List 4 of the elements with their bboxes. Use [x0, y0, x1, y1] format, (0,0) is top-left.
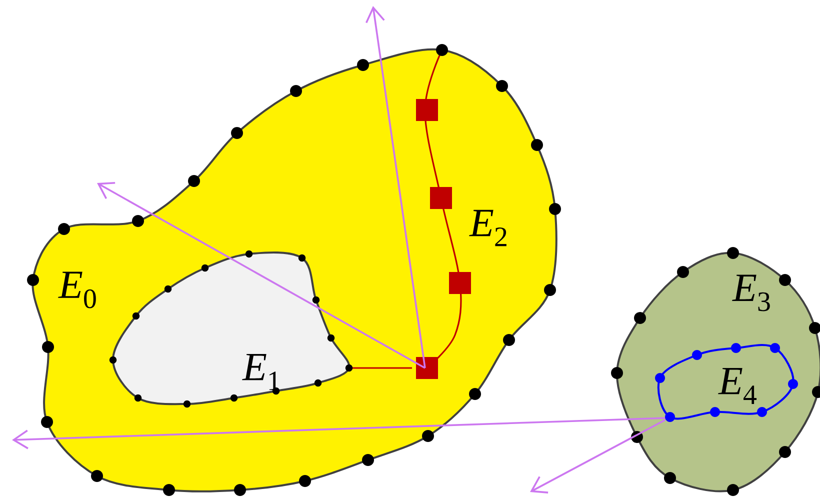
region-label: E$_{0}$	[58, 272, 96, 308]
region-label: E$_{2}$	[469, 210, 506, 246]
region-label: E$_{4}$	[718, 368, 757, 404]
region-label: E$_{3}$	[732, 274, 770, 312]
